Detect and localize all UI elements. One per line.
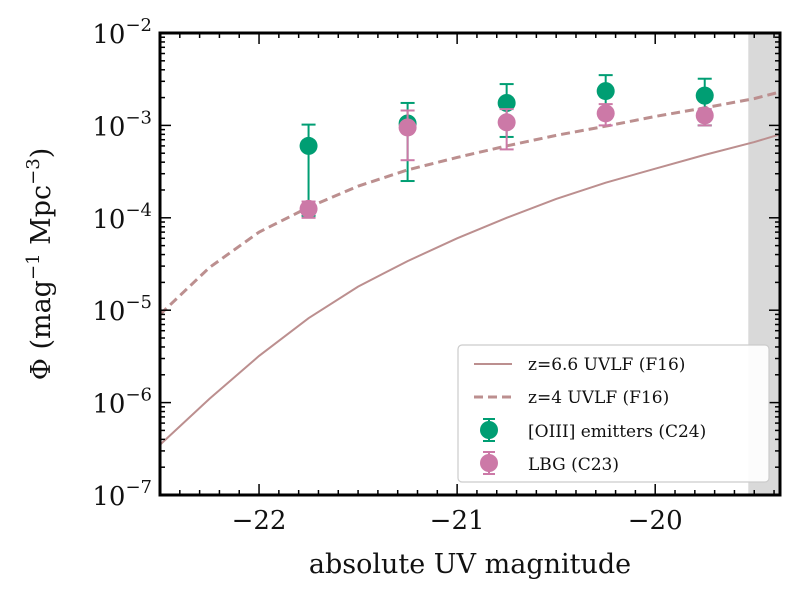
- data-point-s1-4: [695, 106, 714, 125]
- y-tick-label-2: 10−5: [92, 292, 152, 327]
- data-point-s1-1: [398, 118, 417, 137]
- data-point-s0-4: [695, 86, 714, 105]
- uvlf-curve-1: [160, 90, 780, 316]
- y-tick-label-1: 10−6: [92, 385, 152, 420]
- uvlf-curve-0: [160, 133, 780, 446]
- y-tick-label-4: 10−3: [92, 107, 152, 142]
- legend-marker-oiii: [480, 421, 498, 439]
- legend: z=6.6 UVLF (F16) z=4 UVLF (F16) [OIII] e…: [457, 344, 770, 483]
- legend-label-z4: z=4 UVLF (F16): [528, 388, 669, 408]
- x-tick-label-2: −20: [628, 506, 683, 536]
- x-axis-label: absolute UV magnitude: [309, 549, 631, 580]
- data-point-s1-2: [497, 113, 516, 132]
- model-curves-layer: [160, 90, 780, 446]
- data-points-layer: [299, 74, 714, 219]
- legend-label-z66: z=6.6 UVLF (F16): [528, 355, 685, 375]
- legend-label-oiii: [OIII] emitters (C24): [528, 422, 706, 442]
- legend-box: [457, 344, 770, 483]
- ticks-layer: −22 −21 −20 10−7 10−6 10−5 10−4 10−3 10−2: [92, 15, 780, 536]
- data-point-s0-0: [299, 136, 318, 155]
- data-point-s1-0: [299, 199, 318, 218]
- y-tick-label-0: 10−7: [92, 477, 152, 512]
- data-point-s1-3: [596, 104, 615, 123]
- x-tick-label-0: −22: [232, 506, 287, 536]
- data-point-s0-3: [596, 82, 615, 101]
- legend-label-lbg: LBG (C23): [528, 455, 619, 475]
- plot-frame: [158, 31, 782, 497]
- y-axis-label: Φ (mag−1 Mpc−3): [23, 148, 57, 381]
- data-point-s0-2: [497, 93, 516, 112]
- y-tick-label-3: 10−4: [92, 200, 152, 235]
- x-tick-label-1: −21: [430, 506, 485, 536]
- y-tick-label-5: 10−2: [92, 15, 152, 50]
- legend-marker-lbg: [480, 454, 498, 472]
